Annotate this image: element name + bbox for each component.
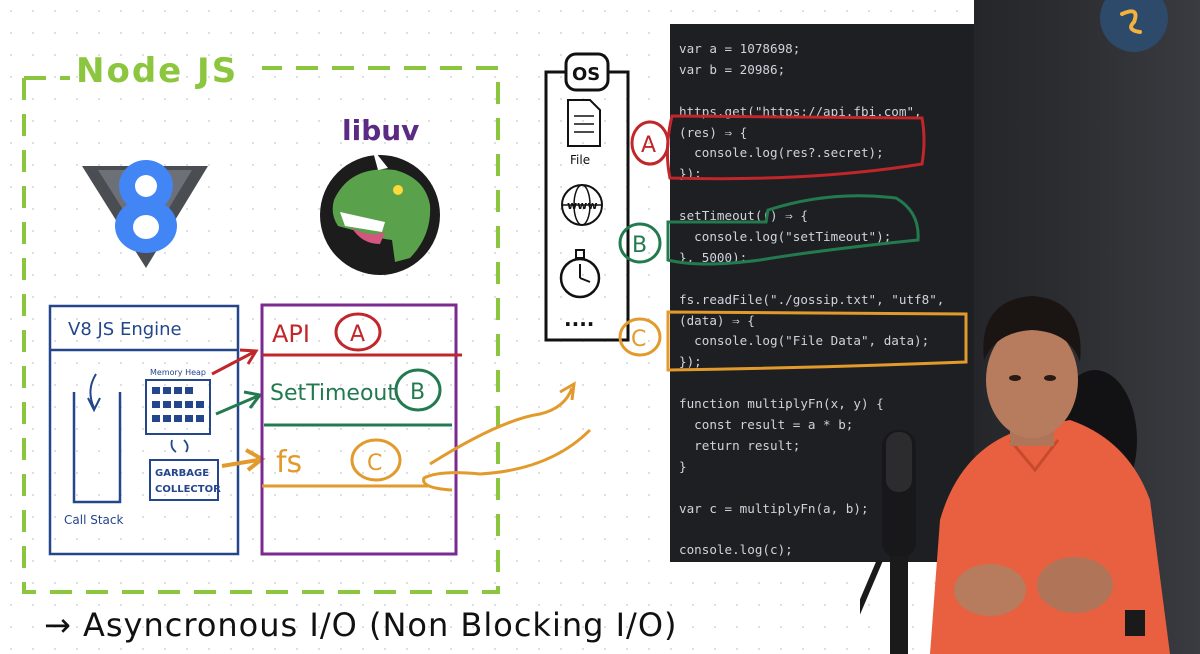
orange-highlight	[666, 310, 968, 372]
code-line: }, 5000);	[679, 249, 748, 265]
node-js-title: Node JS	[76, 51, 238, 91]
libuv-dinosaur-icon	[320, 148, 440, 275]
os-dots: ....	[564, 307, 594, 331]
code-line: console.log("setTimeout");	[679, 229, 892, 245]
api-label: API	[272, 320, 310, 348]
presenter-video	[860, 0, 1170, 654]
file-icon	[567, 99, 601, 147]
code-line: });	[679, 354, 702, 370]
os-title: OS	[572, 64, 600, 85]
code-line: setTimeout(() ⇒ {	[679, 208, 808, 224]
green-highlight	[666, 194, 920, 266]
badge-a: A	[350, 322, 365, 347]
settimeout-label: SetTimeout	[270, 381, 396, 406]
nodejs-boundary	[22, 66, 500, 594]
code-line: const result = a * b;	[679, 417, 854, 433]
code-line: return result;	[679, 437, 801, 453]
code-line: fs.readFile("./gossip.txt", "utf8",	[679, 291, 945, 307]
memory-heap-box	[145, 379, 211, 435]
v8-logo-icon	[82, 160, 208, 268]
call-stack-outline	[72, 392, 122, 504]
file-label: File	[570, 153, 590, 167]
garbage-label: GARBAGE	[155, 468, 209, 479]
badge-c: C	[367, 451, 382, 476]
code-lines: var a = 1078698; var b = 20986; https.ge…	[679, 39, 944, 561]
code-line: console.log(c);	[679, 542, 793, 558]
code-line: (data) ⇒ {	[679, 312, 755, 328]
code-line: var c = multiplyFn(a, b);	[679, 500, 869, 516]
fs-label: fs	[276, 445, 302, 480]
orange-curve-to-os	[429, 381, 576, 466]
os-badge-a: A	[641, 133, 656, 158]
collector-label: COLLECTOR	[155, 484, 221, 495]
os-badge-b: B	[632, 233, 647, 258]
os-badge-c: C	[631, 327, 646, 352]
badge-b: B	[410, 380, 425, 405]
code-line: var a = 1078698;	[679, 41, 801, 56]
channel-logo-icon	[1100, 0, 1168, 52]
red-arrow	[211, 348, 259, 376]
code-editor-panel: var a = 1078698; var b = 20986; https.ge…	[670, 24, 974, 562]
orange-arrow	[221, 448, 266, 472]
libuv-box	[260, 303, 458, 556]
www-label: www	[567, 199, 598, 212]
whiteboard-diagram: Node JS libuv V8 JS Engine Call Stack Me…	[22, 51, 678, 644]
libuv-label: libuv	[342, 114, 419, 147]
red-highlight	[665, 114, 926, 181]
garbage-collector-box	[149, 459, 219, 501]
globe-icon	[561, 184, 603, 226]
code-line: (res) ⇒ {	[679, 124, 748, 140]
code-line: https.get("https://api.fbi.com",	[679, 103, 922, 119]
green-arrow	[215, 390, 263, 416]
code-line: var b = 20986;	[679, 61, 786, 77]
async-io-caption: → Asyncronous I/O (Non Blocking I/O)	[44, 606, 678, 644]
code-line: }	[679, 458, 687, 474]
stopwatch-icon	[559, 249, 601, 299]
code-highlight-annotations	[665, 114, 968, 372]
v8-engine-title: V8 JS Engine	[68, 319, 182, 340]
code-line: console.log(res?.secret);	[679, 145, 884, 161]
memory-heap-label: Memory Heap	[150, 368, 206, 377]
code-line: console.log("File Data", data);	[679, 333, 930, 349]
v8-engine-box	[48, 304, 240, 556]
call-stack-label: Call Stack	[64, 513, 123, 527]
code-line: function multiplyFn(x, y) {	[679, 396, 884, 412]
